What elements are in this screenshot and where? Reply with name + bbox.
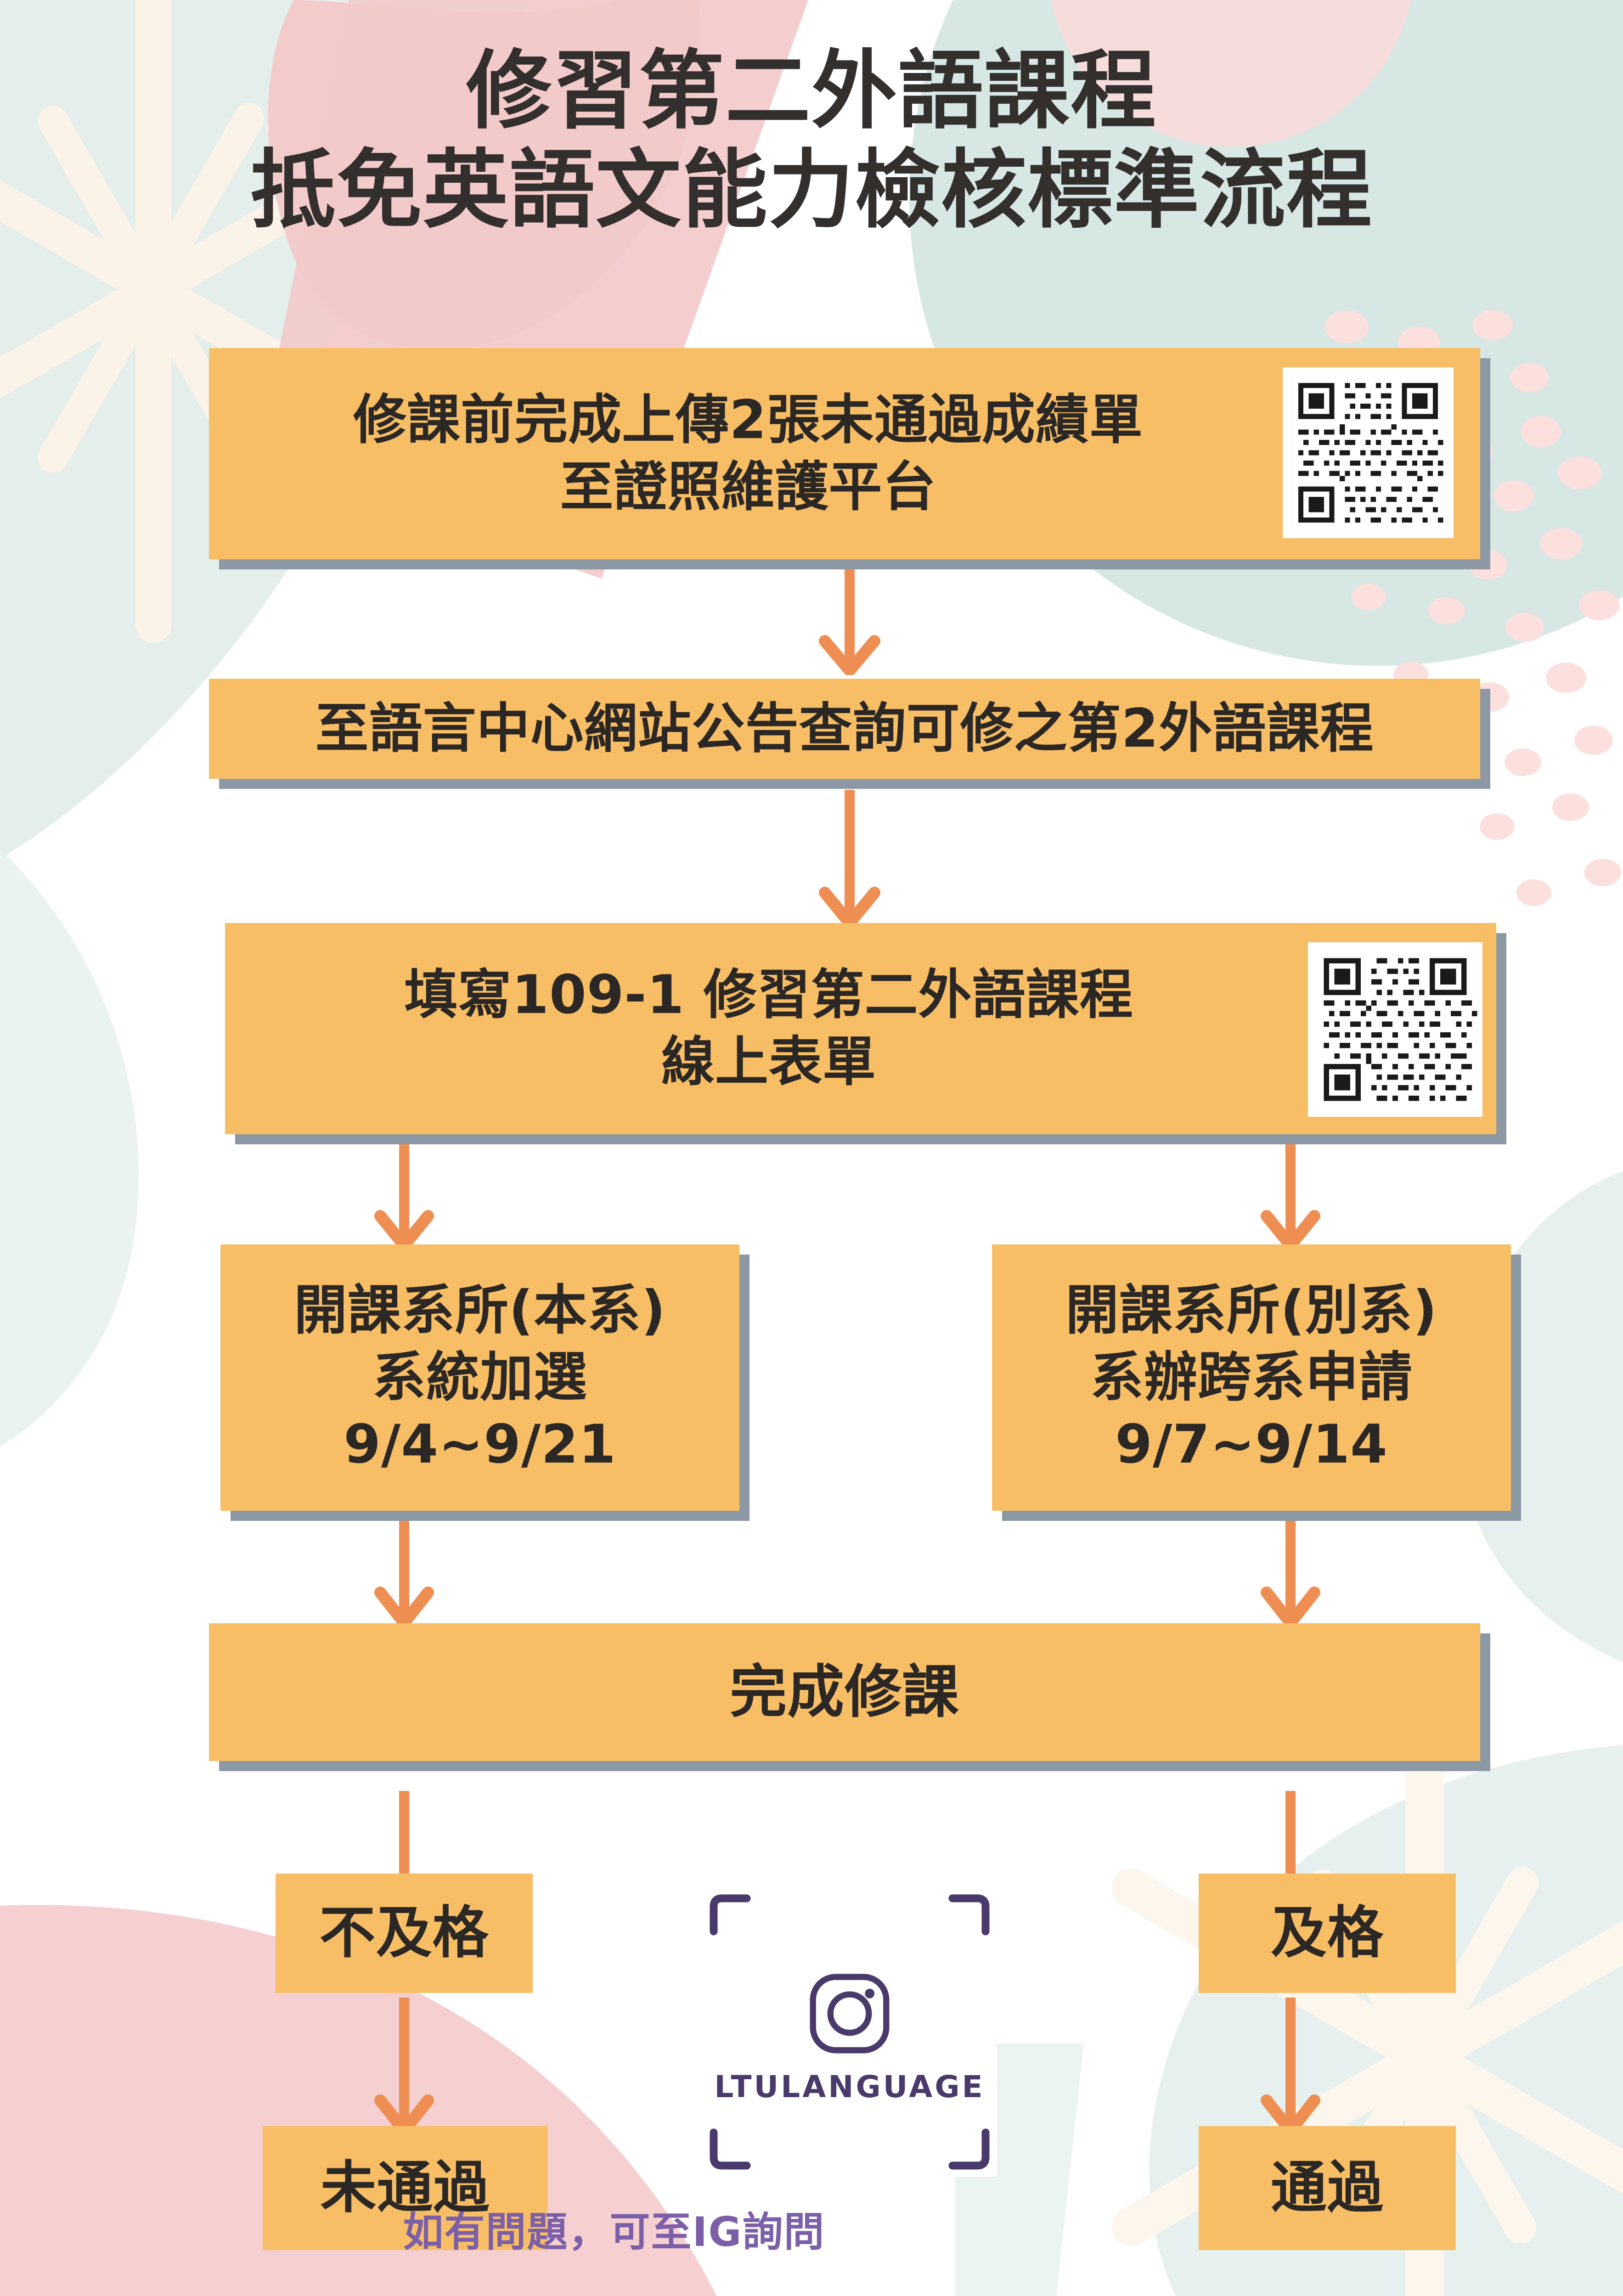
arrow-pass-to-passed [1258, 1998, 1323, 2135]
arrow-step2-to-step3 [817, 790, 882, 928]
flow-step-3-box[interactable]: 填寫109-1 修習第二外語課程 線上表單 [225, 923, 1496, 1134]
flow-result-fail-box[interactable]: 不及格 [276, 1874, 533, 1993]
flow-branch-left-line-1: 開課系所(本系) [293, 1279, 666, 1341]
flow-result-pass-label: 及格 [1271, 1900, 1384, 1966]
arrow-branch-left-to-step4 [372, 1511, 436, 1626]
arrow-step3-to-branch-right [1258, 1143, 1323, 1249]
flow-branch-right-line-2: 系辦跨系申請 [1090, 1346, 1413, 1408]
flow-step-3-line-1: 填寫109-1 修習第二外語課程 [404, 963, 1133, 1026]
flow-result-pass-box[interactable]: 及格 [1199, 1874, 1456, 1993]
flow-step-1-line-1: 修課前完成上傳2張未通過成績單 [353, 388, 1143, 451]
flow-step-4-line-1: 完成修課 [729, 1659, 959, 1725]
flow-step-1-line-2: 至證照維護平台 [560, 456, 936, 518]
arrow-fail-to-not-passed [372, 1998, 436, 2135]
flow-result-fail-label: 不及格 [319, 1900, 489, 1966]
arrow-step1-to-step2 [817, 560, 882, 675]
scan-frame-icon [710, 1894, 990, 2170]
page-title: 修習第二外語課程 抵免英語文能力檢核標準流程 [0, 41, 1623, 240]
page-title-line-2: 抵免英語文能力檢核標準流程 [250, 140, 1373, 240]
flow-branch-right-box[interactable]: 開課系所(別系) 系辦跨系申請 9/7~9/14 [992, 1244, 1511, 1511]
flow-step-4-box[interactable]: 完成修課 [209, 1623, 1480, 1761]
flow-branch-left-box[interactable]: 開課系所(本系) 系統加選 9/4~9/21 [220, 1244, 739, 1511]
arrow-branch-right-to-step4 [1258, 1511, 1323, 1626]
flow-branch-left-line-2: 系統加選 [372, 1346, 587, 1408]
page-title-line-1: 修習第二外語課程 [466, 41, 1157, 141]
qr-code-online-form[interactable] [1308, 942, 1482, 1117]
ig-question-footnote: 如有問題，可至IG詢問 [403, 2208, 825, 2256]
flow-branch-left-line-3: 9/4~9/21 [344, 1413, 616, 1476]
qr-code-certificate-platform[interactable] [1283, 367, 1454, 538]
flow-branch-right-line-1: 開課系所(別系) [1065, 1279, 1438, 1341]
flow-step-1-box[interactable]: 修課前完成上傳2張未通過成績單 至證照維護平台 [209, 348, 1480, 559]
flow-branch-right-line-3: 9/7~9/14 [1115, 1413, 1388, 1476]
flow-step-2-box[interactable]: 至語言中心網站公告查詢可修之第2外語課程 [209, 679, 1480, 779]
arrow-step3-to-branch-left [372, 1143, 436, 1249]
flow-step-3-line-2: 線上表單 [661, 1031, 876, 1093]
flow-step-2-line-1: 至語言中心網站公告查詢可修之第2外語課程 [315, 697, 1374, 760]
instagram-card[interactable]: LTULANGUAGE [703, 1887, 997, 2177]
